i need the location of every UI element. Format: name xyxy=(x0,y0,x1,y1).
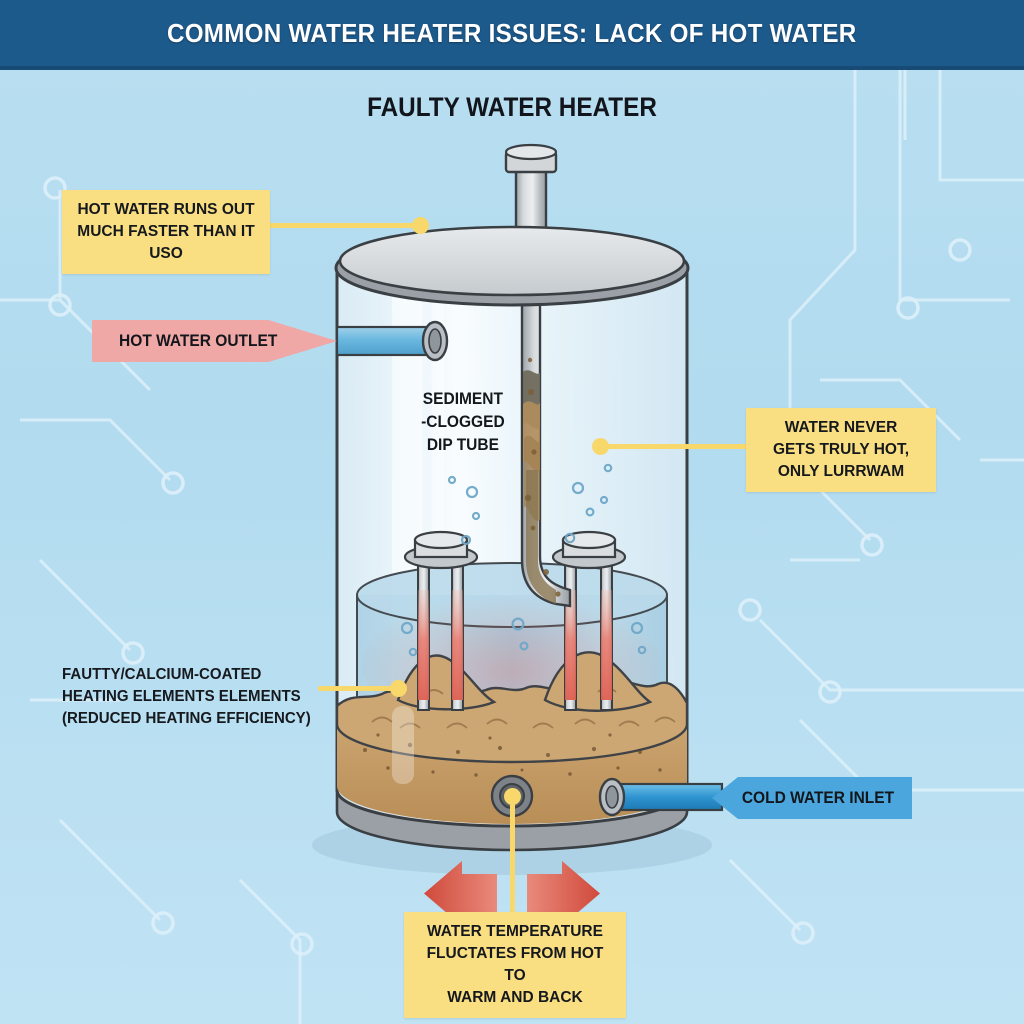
hot-water-outlet-text: HOT WATER OUTLET xyxy=(119,331,278,350)
tank-lid xyxy=(334,225,690,307)
leader-line-temperature-fluctuates xyxy=(510,792,515,914)
callout-water-never-hot: WATER NEVER GETS TRULY HOT, ONLY LURRWAM xyxy=(746,408,936,492)
callout-temperature-fluctuates: WATER TEMPERATURE FLUCTATES FROM HOT TO … xyxy=(404,912,626,1018)
cold-water-inlet-label: COLD WATER INLET xyxy=(712,777,912,819)
callout-line-3: ONLY LURRWAM xyxy=(777,463,905,480)
label-faulty-heating-elements: FAUTTY/CALCIUM-COATED HEATING ELEMENTS E… xyxy=(62,664,316,730)
heating-element-right xyxy=(551,530,627,711)
callout-line-1: WATER NEVER xyxy=(784,419,898,436)
leader-dot-temperature-fluctuates xyxy=(504,788,521,805)
label-sediment-clogged-dip-tube: SEDIMENT -CLOGGED DIP TUBE xyxy=(414,388,512,456)
callout-line-1: WATER TEMPERATURE xyxy=(427,923,603,940)
leader-dot-heating-elements xyxy=(390,680,407,697)
temperature-fluctuation-arrows xyxy=(424,861,600,926)
diagram-subtitle: FAULTY WATER HEATER xyxy=(367,92,657,122)
leader-line-water-never-hot xyxy=(600,444,748,449)
label-line-3: DIP TUBE xyxy=(426,435,499,454)
label-line-1: FAUTTY/CALCIUM-COATED xyxy=(62,666,262,683)
callout-hot-water-runs-out: HOT WATER RUNS OUT MUCH FASTER THAN IT U… xyxy=(62,190,270,274)
label-line-2: -CLOGGED xyxy=(421,412,505,431)
header-bar: COMMON WATER HEATER ISSUES: LACK OF HOT … xyxy=(0,0,1024,70)
callout-line-2: FLUCTATES FROM HOT TO xyxy=(426,945,604,984)
cold-water-inlet-port xyxy=(598,777,724,817)
leader-line-heating-elements xyxy=(318,686,400,691)
callout-line-1: HOT WATER RUNS OUT xyxy=(77,201,255,218)
hot-water-outlet-port xyxy=(335,320,449,362)
label-line-3: (REDUCED HEATING EFFICIENCY) xyxy=(62,710,311,728)
leader-dot-water-never-hot xyxy=(592,438,609,455)
callout-line-2: MUCH FASTER THAN IT xyxy=(77,223,255,240)
callout-line-2: GETS TRULY HOT, xyxy=(772,441,910,458)
label-line-2: HEATING ELEMENTS ELEMENTS xyxy=(62,688,301,706)
page-title: COMMON WATER HEATER ISSUES: LACK OF HOT … xyxy=(167,17,857,48)
callout-line-3: WARM AND BACK xyxy=(447,989,583,1006)
heating-element-left xyxy=(403,530,479,711)
callout-line-3: USO xyxy=(149,245,183,262)
leader-dot-hot-water-runs-out xyxy=(412,217,429,234)
leader-line-hot-water-runs-out xyxy=(268,223,420,228)
cold-water-inlet-text: COLD WATER INLET xyxy=(741,788,895,807)
water-bubbles xyxy=(400,463,647,657)
label-line-1: SEDIMENT xyxy=(422,390,503,408)
